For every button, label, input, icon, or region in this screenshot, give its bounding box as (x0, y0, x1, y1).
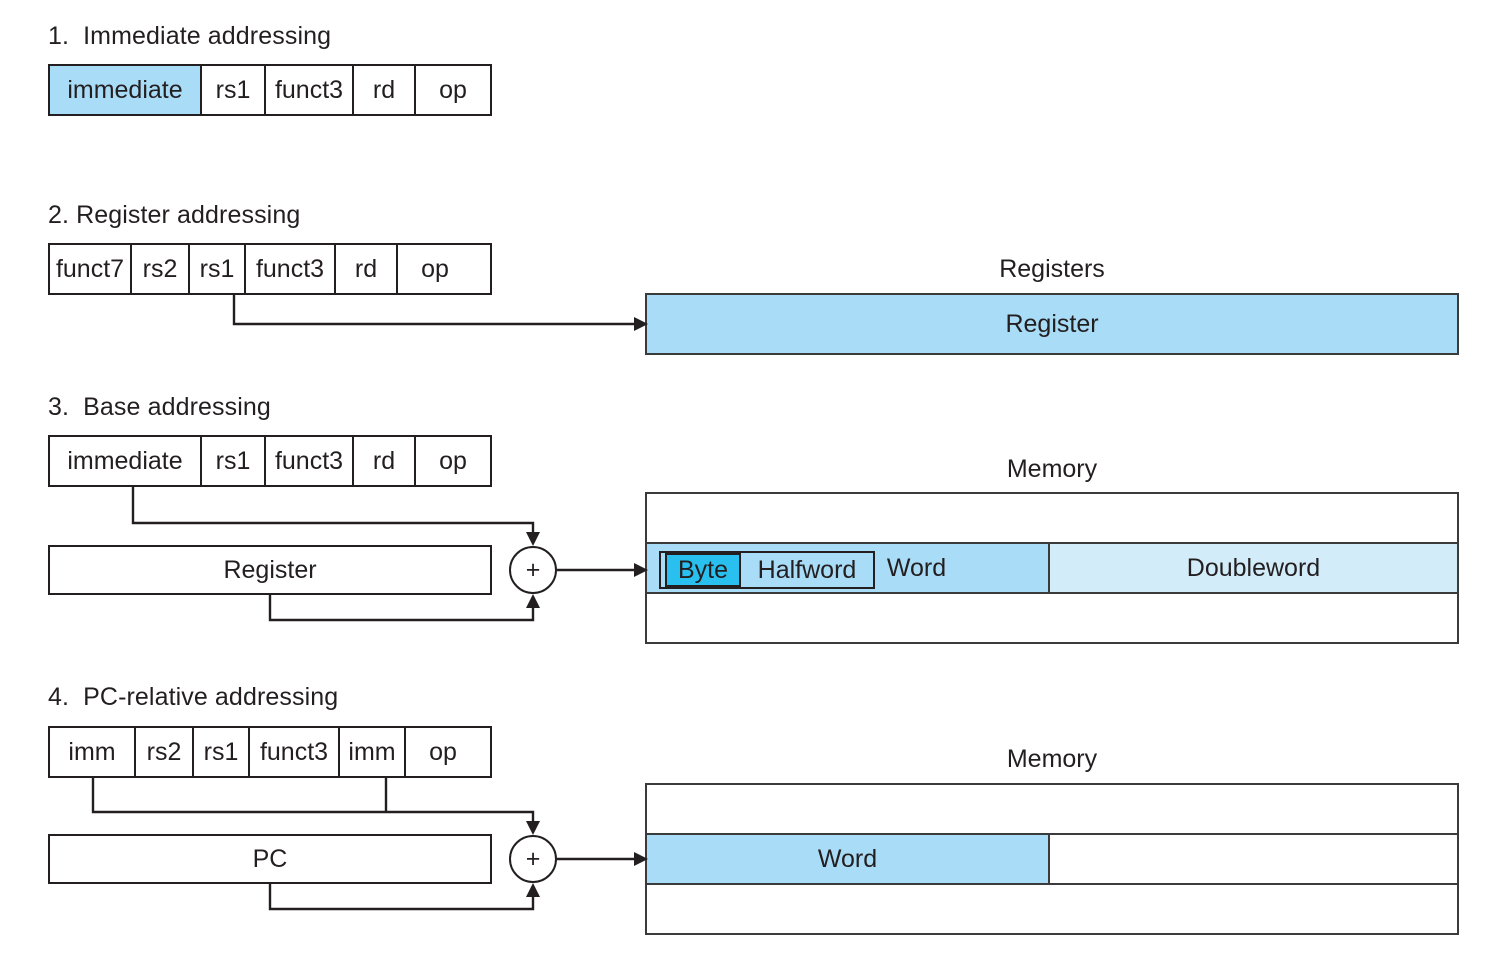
memory-row-empty-top (647, 494, 1457, 542)
field-funct3: funct3 (266, 437, 354, 485)
field-funct7: funct7 (50, 245, 132, 293)
byte-label: Byte (677, 555, 729, 584)
memory-row-empty-top (647, 785, 1457, 833)
memory-block-pc: Word (645, 783, 1459, 935)
instruction-format-base: immediate rs1 funct3 rd op (48, 435, 492, 487)
field-op: op (416, 437, 490, 485)
field-rs2: rs2 (132, 245, 190, 293)
field-rd: rd (354, 437, 416, 485)
memory-cell-empty (647, 885, 1457, 933)
memory-row-data: Word Byte Halfword Doubleword (647, 542, 1457, 594)
section-3-heading: 3. Base addressing (48, 393, 271, 421)
memory-cell-doubleword-label: Doubleword (1186, 553, 1321, 582)
field-op: op (416, 66, 490, 114)
instruction-format-immediate: immediate rs1 funct3 rd op (48, 64, 492, 116)
base-adder: + (509, 546, 557, 594)
adder-plus-symbol: + (525, 844, 541, 873)
instruction-format-register: funct7 rs2 rs1 funct3 rd op (48, 243, 492, 295)
field-funct3: funct3 (266, 66, 354, 114)
field-funct3: funct3 (246, 245, 336, 293)
field-rd: rd (336, 245, 398, 293)
field-immediate: immediate (50, 437, 202, 485)
field-imm-low: imm (340, 728, 406, 776)
memory-cell-doubleword: Doubleword (1050, 544, 1457, 592)
field-rs1: rs1 (202, 437, 266, 485)
memory-cell-word: Word Byte Halfword (647, 544, 1050, 592)
memory-cell-word-label: Word (817, 844, 878, 873)
pc-label: PC (252, 844, 288, 873)
base-register-box: Register (48, 545, 492, 595)
adder-plus-symbol: + (525, 555, 541, 584)
byte-box: Byte (665, 553, 741, 587)
memory-row-empty-bottom (647, 594, 1457, 642)
field-imm-high: imm (50, 728, 136, 776)
field-rs2: rs2 (136, 728, 194, 776)
memory-row-data: Word (647, 833, 1457, 885)
halfword-label: Halfword (757, 555, 857, 584)
field-op: op (406, 728, 480, 776)
field-rd: rd (354, 66, 416, 114)
memory-cell-empty (647, 494, 1457, 542)
registers-caption: Registers (999, 255, 1105, 283)
section-2-heading: 2. Register addressing (48, 201, 301, 229)
memory-caption-pc: Memory (1006, 745, 1098, 773)
base-register-label: Register (223, 555, 317, 584)
field-rs1: rs1 (194, 728, 250, 776)
field-op: op (398, 245, 472, 293)
pc-adder: + (509, 835, 557, 883)
section-4-heading: 4. PC-relative addressing (48, 683, 339, 711)
pc-box: PC (48, 834, 492, 884)
memory-cell-empty-right (1050, 835, 1457, 883)
field-rs1: rs1 (202, 66, 266, 114)
halfword-outer-box: Byte Halfword (659, 551, 875, 589)
memory-caption-base: Memory (1006, 455, 1098, 483)
section-1-heading: 1. Immediate addressing (48, 22, 332, 50)
field-rs1: rs1 (190, 245, 246, 293)
registers-box: Register (645, 293, 1459, 355)
memory-row-empty-bottom (647, 885, 1457, 933)
instruction-format-pc-relative: imm rs2 rs1 funct3 imm op (48, 726, 492, 778)
memory-block-base: Word Byte Halfword Doubleword (645, 492, 1459, 644)
memory-cell-word-label: Word (886, 553, 947, 582)
field-funct3: funct3 (250, 728, 340, 776)
field-immediate: immediate (50, 66, 202, 114)
memory-cell-empty (647, 785, 1457, 833)
memory-cell-word: Word (647, 835, 1050, 883)
register-cell-label: Register (1005, 309, 1099, 338)
memory-cell-empty (647, 594, 1457, 642)
